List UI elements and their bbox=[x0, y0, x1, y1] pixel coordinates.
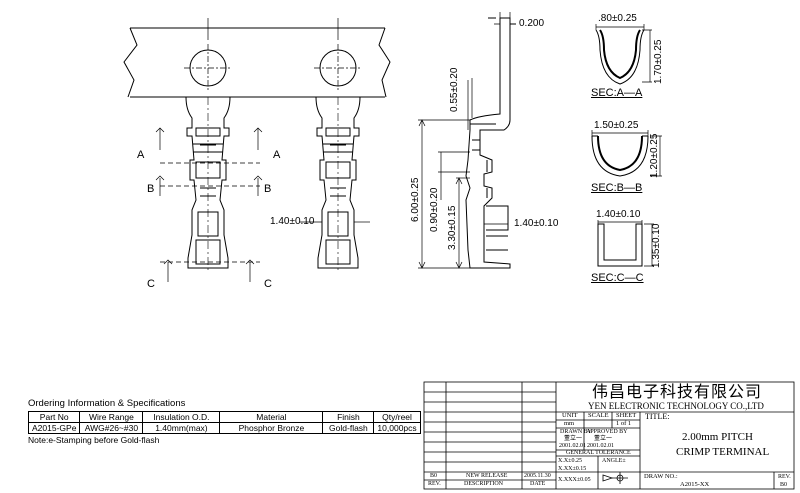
cell-wire-range: AWG#26~#30 bbox=[79, 422, 144, 434]
ordering-data-row: A2015-GPe AWG#26~#30 1.40mm(max) Phospho… bbox=[27, 422, 421, 434]
section-cut-lines bbox=[155, 127, 263, 282]
sec-a-height: 1.70±0.25 bbox=[653, 39, 664, 84]
dim-total-length: 6.00±0.25 bbox=[410, 177, 421, 222]
ordering-info: Ordering Information & Specifications Pa… bbox=[27, 398, 421, 445]
sec-a-label: SEC:A—A bbox=[591, 87, 643, 99]
title-line-2: CRIMP TERMINAL bbox=[676, 446, 770, 458]
rev-row-desc: NEW RELEASE bbox=[466, 473, 508, 479]
header-qty: Qty/reel bbox=[373, 411, 421, 423]
sec-c-width: 1.40±0.10 bbox=[596, 209, 641, 220]
sec-b-height: 1.20±0.25 bbox=[649, 133, 660, 178]
tol-xxx: X.XXX±0.05 bbox=[558, 477, 591, 483]
tolerance-label: GENERAL TOLERANCE bbox=[566, 450, 631, 456]
ordering-table: Part No Wire Range Insulation O.D. Mater… bbox=[27, 411, 421, 434]
section-mark-c-left: C bbox=[147, 278, 155, 290]
drw-no-label: DRAW NO.: bbox=[644, 473, 678, 480]
drw-no-value: A2015-XX bbox=[680, 481, 710, 488]
date-header: DATE bbox=[530, 481, 546, 487]
ordering-note: Note:e-Stamping before Gold-flash bbox=[28, 435, 160, 445]
header-wire-range: Wire Range bbox=[79, 411, 144, 423]
header-material: Material bbox=[219, 411, 324, 423]
terminal-top-view-left bbox=[185, 96, 231, 269]
sec-c-label: SEC:C—C bbox=[591, 272, 644, 284]
header-finish: Finish bbox=[322, 411, 375, 423]
section-mark-b-right: B bbox=[264, 183, 272, 195]
rev-value: B0 bbox=[780, 482, 788, 488]
section-mark-b-left: B bbox=[147, 183, 155, 195]
dim-mid-length: 0.90±0.20 bbox=[429, 187, 440, 232]
drawn-by-label: DRAWN BY bbox=[560, 429, 593, 435]
sec-c-height: 1.35±0.10 bbox=[651, 223, 662, 268]
header-part-no: Part No bbox=[27, 411, 81, 423]
sheet-label: SHEET bbox=[616, 412, 637, 419]
dim-tab-height: 0.55±0.20 bbox=[449, 67, 460, 112]
cell-qty: 10,000pcs bbox=[373, 422, 421, 434]
section-a-shape bbox=[595, 24, 652, 85]
terminal-side-view bbox=[465, 17, 516, 269]
side-view-dims bbox=[418, 12, 516, 269]
company-name-en: YEN ELECTRONIC TECHNOLOGY CO.,LTD bbox=[588, 401, 764, 411]
unit-value: mm bbox=[564, 420, 575, 427]
terminal-top-view-right bbox=[315, 96, 361, 269]
rev-row-date: 2005.11.30 bbox=[524, 473, 551, 479]
dim-barrel-width-side: 1.40±0.10 bbox=[514, 218, 559, 229]
section-mark-a-left: A bbox=[137, 149, 145, 161]
drawn-by-name: 董立一 bbox=[564, 436, 583, 442]
approved-date: 2001.02.01 bbox=[587, 443, 614, 449]
sec-b-label: SEC:B—B bbox=[591, 182, 643, 194]
rev-row-rev: B0 bbox=[430, 473, 438, 479]
approved-by-name: 董立一 bbox=[594, 436, 613, 442]
section-mark-a-right: A bbox=[273, 149, 281, 161]
sec-b-width: 1.50±0.25 bbox=[594, 120, 639, 131]
section-b-shape bbox=[591, 130, 662, 177]
dim-barrel-width-top: 1.40±0.10 bbox=[270, 216, 315, 227]
dim-lower-length: 3.30±0.15 bbox=[447, 205, 458, 250]
carrier-strip bbox=[123, 18, 391, 270]
barrel-width-dim-top bbox=[300, 214, 370, 230]
title-block-grid bbox=[423, 381, 795, 490]
header-insulation: Insulation O.D. bbox=[142, 411, 221, 423]
desc-header: DESCRIPTION bbox=[464, 481, 504, 487]
title-line-1: 2.00mm PITCH bbox=[682, 431, 753, 443]
rev-label: REV. bbox=[778, 474, 791, 480]
unit-label: UNIT bbox=[562, 412, 578, 419]
sheet-value: 1 of 1 bbox=[616, 420, 632, 427]
section-mark-c-right: C bbox=[264, 278, 272, 290]
company-name-cn: 伟昌电子科技有限公司 bbox=[592, 384, 763, 401]
ordering-title: Ordering Information & Specifications bbox=[28, 398, 186, 409]
cell-part-no: A2015-GPe bbox=[27, 422, 81, 434]
tol-x: X.X±0.25 bbox=[558, 458, 582, 464]
cell-material: Phosphor Bronze bbox=[219, 422, 324, 434]
scale-label: SCALE bbox=[588, 412, 609, 419]
drawn-date: 2001.02.01 bbox=[559, 443, 586, 449]
tol-xx: X.XX±0.15 bbox=[558, 466, 587, 472]
rev-header: REV. bbox=[428, 481, 441, 487]
title-label: TITLE: bbox=[645, 412, 670, 421]
cell-insulation: 1.40mm(max) bbox=[142, 422, 221, 434]
dim-top-thickness: 0.200 bbox=[519, 18, 545, 29]
cell-finish: Gold-flash bbox=[322, 422, 375, 434]
ordering-header-row: Part No Wire Range Insulation O.D. Mater… bbox=[27, 411, 421, 423]
sec-a-width: .80±0.25 bbox=[598, 13, 637, 24]
approved-by-label: APPROVED BY bbox=[586, 429, 628, 435]
angle-label: ANGLE± bbox=[602, 458, 626, 464]
section-c-shape bbox=[597, 220, 654, 267]
